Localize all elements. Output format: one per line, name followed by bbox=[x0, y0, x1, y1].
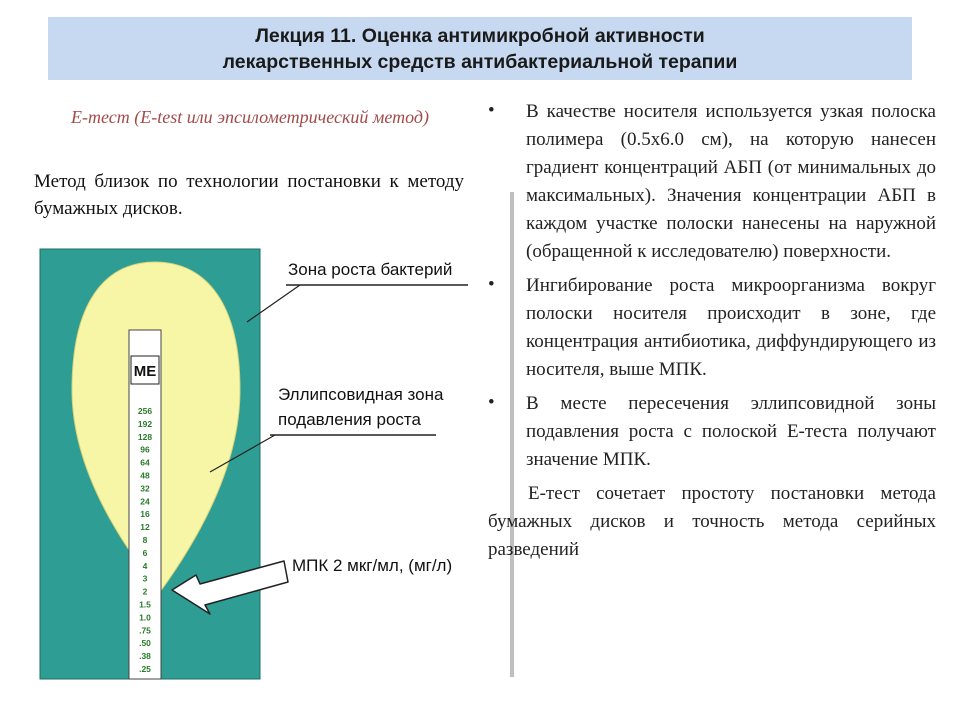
bullet-list: • В качестве носителя используется узкая… bbox=[488, 98, 936, 564]
strip-scale-tick: 3 bbox=[143, 574, 148, 584]
growth-zone-label: Зона роста бактерий bbox=[288, 260, 452, 279]
strip-scale-tick: 6 bbox=[143, 548, 148, 558]
strip-scale-tick: 128 bbox=[138, 432, 152, 442]
strip-scale: 25619212896644832241612864321.51.0.75.50… bbox=[138, 406, 152, 674]
conclusion-text: Е-тест сочетает простоту постановки мето… bbox=[488, 483, 936, 560]
intro-text: Метод близок по технологии постановки к … bbox=[34, 171, 464, 219]
slide-subtitle: Е-тест (E-test или эпсилометрический мет… bbox=[71, 107, 429, 127]
ellipse-zone-label-line1: Эллипсовидная зона bbox=[278, 385, 444, 404]
strip-scale-tick: .25 bbox=[139, 664, 151, 674]
strip-logo: ME bbox=[134, 363, 157, 380]
strip-scale-tick: .38 bbox=[139, 651, 151, 661]
strip-scale-tick: 64 bbox=[140, 458, 150, 468]
etest-strip bbox=[128, 329, 162, 680]
bullet-marker: • bbox=[488, 392, 495, 413]
strip-scale-tick: 12 bbox=[140, 522, 150, 532]
bullet-text: В месте пересечения эллипсовидной зоны п… bbox=[526, 393, 936, 470]
strip-scale-tick: 8 bbox=[143, 535, 148, 545]
strip-scale-tick: 1.0 bbox=[139, 612, 151, 622]
strip-logo-box bbox=[130, 355, 160, 385]
bullet-marker: • bbox=[488, 100, 495, 121]
bullet-item: • Ингибирование роста микроорганизма вок… bbox=[488, 272, 936, 384]
strip-scale-tick: 16 bbox=[140, 509, 150, 519]
strip-scale-tick: .50 bbox=[139, 638, 151, 648]
bullet-item: • В месте пересечения эллипсовидной зоны… bbox=[488, 390, 936, 474]
strip-scale-tick: 192 bbox=[138, 419, 152, 429]
bullet-item: • В качестве носителя используется узкая… bbox=[488, 98, 936, 266]
strip-scale-tick: 24 bbox=[140, 496, 150, 506]
strip-scale-tick: 1.5 bbox=[139, 600, 151, 610]
bullet-text: В качестве носителя используется узкая п… bbox=[526, 101, 936, 262]
strip-scale-tick: 4 bbox=[143, 561, 148, 571]
mic-label: МПК 2 мкг/мл, (мг/л) bbox=[292, 556, 452, 575]
strip-scale-tick: 96 bbox=[140, 445, 150, 455]
ellipse-zone-leader bbox=[209, 434, 276, 473]
divider-bar bbox=[510, 192, 514, 677]
growth-zone-leader bbox=[246, 284, 301, 323]
strip-scale-tick: 32 bbox=[140, 483, 150, 493]
slide-title: Лекция 11. Оценка антимикробной активнос… bbox=[222, 24, 738, 73]
strip-scale-tick: 256 bbox=[138, 406, 152, 416]
bullet-text: Ингибирование роста микроорганизма вокру… bbox=[526, 275, 936, 380]
bullet-marker: • bbox=[488, 274, 495, 295]
strip-scale-tick: .75 bbox=[139, 625, 151, 635]
ellipse-zone-label-line2: подавления роста bbox=[278, 410, 421, 429]
strip-scale-tick: 48 bbox=[140, 471, 150, 481]
mic-arrow bbox=[171, 560, 289, 615]
etest-diagram: ME 25619212896644832241612864321.51.0.75… bbox=[39, 248, 468, 680]
strip-scale-tick: 2 bbox=[143, 587, 148, 597]
title-band bbox=[48, 17, 912, 80]
